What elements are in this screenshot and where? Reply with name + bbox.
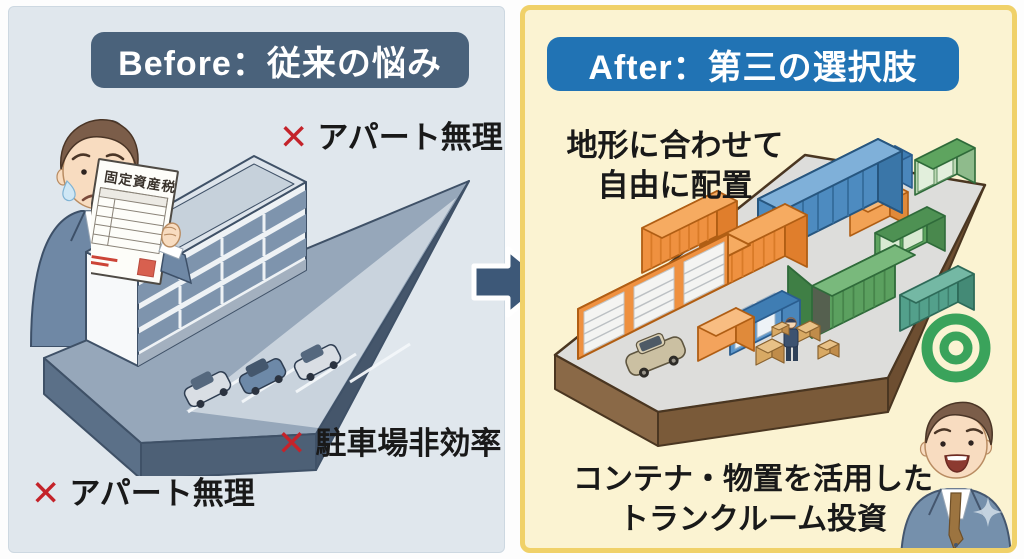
property-tax-document: 固定資産税 [91,158,193,285]
investment-caption-line2: トランクルーム投資 [618,503,888,536]
roller-door [583,291,625,355]
orange-door-terrace [577,233,751,360]
before-header-text: Before：従来の悩み [118,44,442,83]
cardboard-boxes [755,320,840,366]
teal-container-right [899,265,975,332]
container-yard-illustration [553,138,987,447]
roller-door [633,266,675,330]
panel-before: 固定資産税 ✕ アパート無理 [8,6,505,553]
parked-car [293,344,342,381]
issue-label: アパート無理 [69,476,255,511]
before-header-badge: Before：従来の悩み [91,32,469,88]
sparkle-icon [973,497,1003,527]
placement-note-line2: 自由に配置 [597,168,753,203]
holding-hand [158,222,193,285]
issue-parking-inefficient: ✕ 駐車場非効率 [277,426,501,461]
issue-label: 駐車場非効率 [315,426,502,461]
parked-car [238,358,287,395]
parked-car [183,371,232,408]
panel-after: 地形に合わせて 自由に配置 コンテナ・物置を活用した トランクルーム投資 Aft… [520,5,1017,553]
sweat-drop-icon [62,179,76,202]
double-circle-seal-icon [921,313,991,383]
cross-icon: ✕ [279,118,309,157]
issue-apartment-impossible-bottom: ✕ アパート無理 [31,476,255,511]
investment-caption: コンテナ・物置を活用した トランクルーム投資 [553,460,953,540]
placement-note: 地形に合わせて 自由に配置 [535,126,815,206]
orange-cube-shed [697,307,755,362]
roller-door [683,241,725,305]
after-header-text: After：第三の選択肢 [588,48,918,87]
customer-car [625,332,686,378]
green-container-open [787,244,916,339]
issue-apartment-impossible-top: ✕ アパート無理 [279,120,503,155]
issue-label: アパート無理 [317,120,503,155]
happy-businessman [900,401,1012,548]
cross-icon: ✕ [277,424,307,463]
happy-face [919,401,993,479]
happy-body [900,488,1012,548]
cross-icon: ✕ [31,474,61,513]
warehouse-worker [770,317,799,361]
investment-caption-line1: コンテナ・物置を活用した [573,463,933,496]
green-shed-back [914,138,976,196]
after-header-badge: After：第三の選択肢 [547,37,959,91]
placement-note-line1: 地形に合わせて [566,128,784,163]
